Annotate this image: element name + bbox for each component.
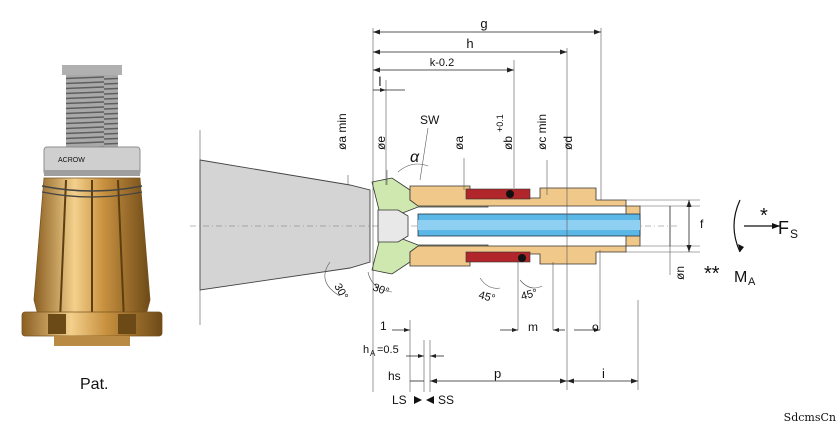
label-45-left: 45°: [477, 289, 496, 305]
dim-l: [373, 88, 405, 92]
watermark: SdcmsCn: [784, 411, 836, 424]
brand-engraving: ACROW: [58, 157, 85, 164]
arc-45-left: [479, 277, 501, 289]
seal-elements: [465, 188, 531, 263]
ma-sub: A: [748, 276, 756, 288]
label-30-right: 30°: [371, 282, 391, 299]
label-hA-sub: A: [370, 349, 376, 358]
label-c-min: øc min: [535, 114, 549, 150]
dim-o: [574, 328, 600, 332]
arc-30-left: [324, 261, 341, 297]
dim-h: [373, 49, 567, 55]
brass-collet: [21, 177, 163, 346]
arc-45-right: [519, 279, 543, 289]
dim-g: [373, 29, 601, 35]
label-a: øa: [452, 136, 466, 150]
dim-hA: [406, 354, 444, 358]
label-b: øb: [501, 136, 515, 150]
arc-30-right: [367, 271, 393, 293]
clamp-ring: ACROW: [43, 146, 141, 176]
threaded-shank: [62, 65, 122, 150]
label-30-left: 30°: [331, 282, 350, 302]
coolant-tube: [417, 213, 641, 237]
label-hA-value: =0.5: [377, 344, 399, 356]
dim-k: [373, 67, 514, 73]
fs-sub: S: [790, 227, 798, 241]
spindle-taper: [199, 130, 371, 325]
label-i: i: [602, 366, 605, 381]
photo-caption: Pat.: [80, 376, 108, 393]
legend-ss: SS: [438, 393, 454, 407]
dim-1: [392, 328, 410, 332]
label-e: øe: [374, 136, 388, 150]
extension-lines: [347, 28, 639, 392]
label-1: 1: [380, 319, 387, 333]
ma-star: **: [704, 263, 720, 285]
force-fs-arrow: [733, 199, 780, 253]
legend-ls-arrow-icon: [414, 396, 422, 404]
label-o: o: [592, 320, 599, 334]
fs-label: F: [778, 218, 789, 238]
label-b-tolerance: +0.1: [495, 114, 505, 132]
label-sw: SW: [420, 113, 440, 127]
label-g: g: [480, 16, 487, 31]
label-l: l: [379, 74, 382, 89]
legend-ss-arrow-icon: [426, 396, 434, 404]
dim-p: [430, 378, 567, 384]
label-k: k-0.2: [430, 57, 454, 69]
ma-label: M: [734, 269, 747, 286]
product-photo: ACROW: [21, 65, 163, 346]
arc-alpha: [397, 163, 429, 173]
leader-sw: [419, 127, 429, 181]
label-hs: hs: [388, 369, 401, 383]
dim-i: [567, 378, 638, 384]
fs-star: *: [760, 205, 768, 227]
label-hA-prefix: h: [363, 344, 369, 356]
label-f: f: [700, 217, 704, 231]
label-n: øn: [673, 266, 687, 280]
label-alpha: α: [410, 149, 420, 166]
label-d: ød: [561, 136, 575, 150]
label-45-right: 45°: [520, 287, 539, 303]
label-a-min: øa min: [335, 113, 349, 150]
label-m: m: [528, 320, 538, 334]
label-h: h: [466, 36, 473, 51]
legend-ls: LS: [392, 393, 407, 407]
dim-m: [500, 328, 565, 332]
label-p: p: [494, 366, 501, 381]
